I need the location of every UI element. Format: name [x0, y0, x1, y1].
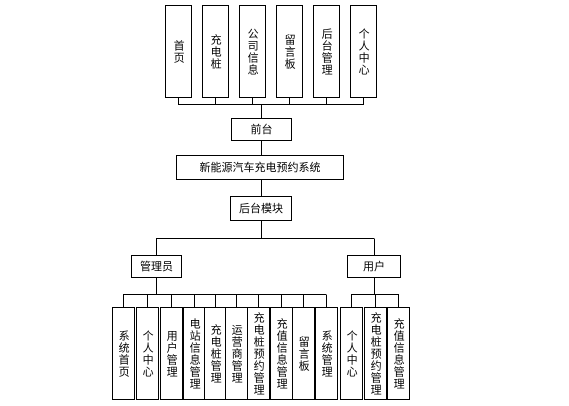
user-node: 用户 [347, 255, 401, 278]
admin-module-message-board: 留言板 [292, 307, 315, 400]
admin-module-personal-center: 个人中心 [136, 307, 159, 400]
frontend-module-home: 首页 [165, 5, 192, 98]
system-title-node: 新能源汽车充电预约系统 [176, 155, 344, 180]
admin-module-user-management: 用户管理 [160, 307, 183, 400]
admin-module-recharge-info-management: 充值信息管理 [270, 307, 293, 400]
frontend-module-message-board: 留言板 [276, 5, 303, 98]
frontend-module-backend-management: 后台管理 [313, 5, 340, 98]
user-module-recharge-info-management: 充值信息管理 [387, 307, 410, 400]
frontend-module-personal-center: 个人中心 [350, 5, 377, 98]
admin-module-operator-management: 运营商管理 [225, 307, 248, 400]
admin-node: 管理员 [131, 255, 182, 278]
admin-module-charging-pile-management: 充电桩管理 [204, 307, 227, 400]
frontend-module-charging-pile: 充电桩 [202, 5, 229, 98]
admin-module-pile-booking-management: 充电桩预约管理 [247, 307, 270, 400]
user-module-pile-booking-management: 充电桩预约管理 [364, 307, 387, 400]
user-module-personal-center: 个人中心 [340, 307, 363, 400]
frontend-module-company-info: 公司信息 [239, 5, 266, 98]
backend-node: 后台模块 [230, 196, 292, 221]
admin-module-system-home: 系统首页 [112, 307, 135, 400]
admin-module-station-info-management: 电站信息管理 [183, 307, 206, 400]
admin-module-system-management: 系统管理 [315, 307, 338, 400]
frontend-node: 前台 [231, 118, 292, 141]
